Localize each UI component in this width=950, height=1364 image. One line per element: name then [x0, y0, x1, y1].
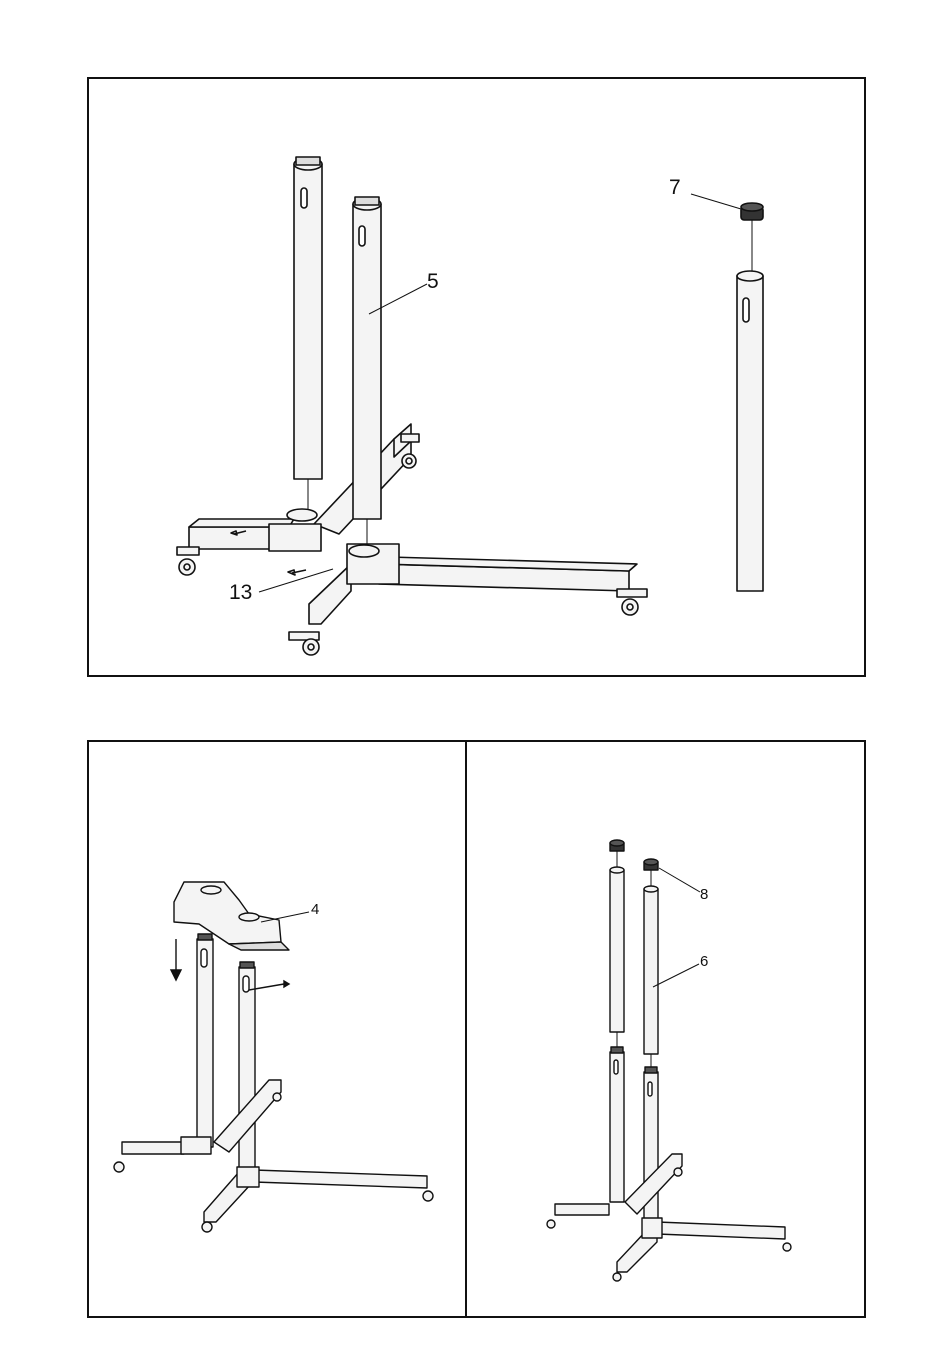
tube-5-right-slot	[359, 226, 365, 246]
base-arm-left	[555, 1204, 609, 1215]
arrow-right	[284, 981, 289, 987]
tube-6-left	[610, 870, 624, 1032]
callout-part-13: 13	[229, 582, 252, 603]
arrow-down	[171, 970, 181, 980]
cap-7	[741, 203, 763, 220]
hub-front-socket	[349, 545, 379, 557]
caster-right	[617, 589, 647, 615]
base-arm-front	[309, 564, 351, 624]
step-panel-bottom-right: 8 6	[465, 740, 866, 1318]
step-panel-top: 5 7 13	[87, 77, 866, 677]
leader-4	[261, 912, 309, 922]
hub-front	[237, 1167, 259, 1187]
cap-8-right	[644, 859, 658, 870]
caster-front	[289, 632, 319, 655]
callout-part-8: 8	[700, 887, 708, 902]
cap-8-left	[610, 840, 624, 851]
base-arm-right	[657, 1222, 785, 1239]
hub-back-socket	[287, 509, 317, 521]
callout-part-7: 7	[669, 177, 681, 198]
callout-part-5: 5	[427, 271, 439, 292]
tube-left	[197, 939, 213, 1147]
tube-standalone-slot	[743, 298, 749, 322]
stand-assembly-illustration-bottom-right	[467, 742, 868, 1320]
tube-5-left-slot	[301, 188, 307, 208]
leader-7	[691, 194, 741, 209]
hub-back	[181, 1137, 211, 1154]
callout-part-6: 6	[700, 954, 708, 969]
callout-part-4: 4	[311, 902, 319, 917]
leader-8	[659, 868, 700, 892]
step-panel-bottom-left: 4	[87, 740, 467, 1318]
tube-right	[239, 967, 255, 1172]
hub-front	[642, 1218, 662, 1238]
hub-back	[269, 524, 321, 551]
bolt-13-b	[288, 570, 306, 575]
tube-standalone	[737, 276, 763, 591]
caster-left	[177, 547, 199, 575]
bracket-4	[174, 882, 281, 944]
stand-assembly-illustration-bottom-left	[89, 742, 469, 1320]
tube-5-right	[353, 204, 381, 519]
base-arm-left	[122, 1142, 184, 1154]
leader-6	[653, 964, 699, 987]
base-arm-right	[254, 1170, 427, 1188]
tube-6-right	[644, 889, 658, 1054]
tube-5-left	[294, 164, 322, 479]
stand-assembly-illustration-top	[89, 79, 868, 679]
